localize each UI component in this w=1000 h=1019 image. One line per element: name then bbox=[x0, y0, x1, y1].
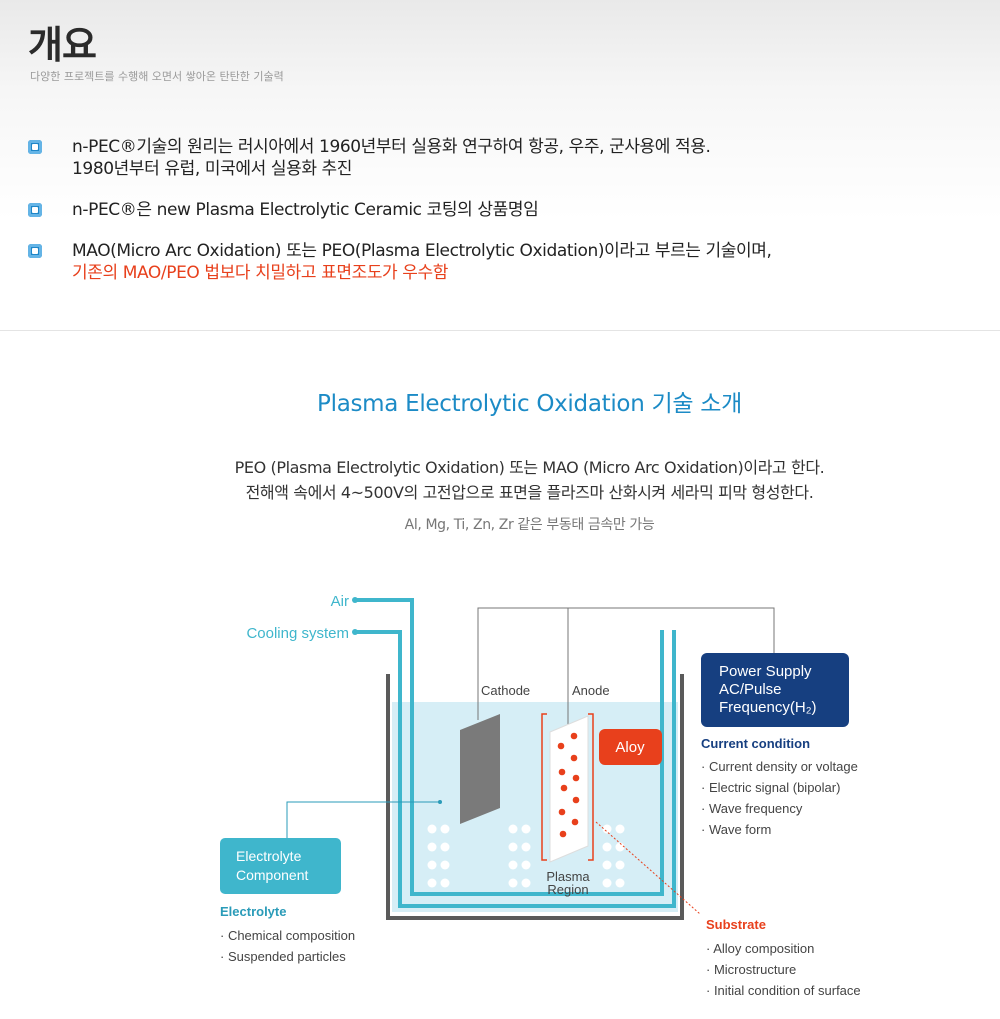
bullet-text: n-PEC®기술의 원리는 러시아에서 1960년부터 실용화 연구하여 항공,… bbox=[72, 137, 711, 157]
tank-outline bbox=[386, 674, 684, 920]
power-wire bbox=[477, 607, 775, 720]
page-subtitle: 다양한 프로젝트를 수행해 오면서 쌓아온 탄탄한 기술력 bbox=[30, 70, 284, 83]
current-condition-item: · Current density or voltage bbox=[701, 759, 858, 774]
substrate-item: · Microstructure bbox=[706, 962, 796, 977]
cooling-pipes bbox=[356, 598, 676, 908]
overview-header-band: 개요 다양한 프로젝트를 수행해 오면서 쌓아온 탄탄한 기술력 n-PEC®기… bbox=[0, 0, 1000, 331]
square-bullet-icon bbox=[28, 140, 42, 154]
anode-sample bbox=[549, 715, 589, 863]
cathode-label: Cathode bbox=[481, 683, 530, 698]
substrate-item: · Alloy composition bbox=[706, 941, 814, 956]
bullet-item-product-name: n-PEC®은 new Plasma Electrolytic Ceramic … bbox=[28, 199, 988, 221]
alloy-badge bbox=[599, 729, 662, 765]
bullet-item-history: n-PEC®기술의 원리는 러시아에서 1960년부터 실용화 연구하여 항공,… bbox=[28, 136, 988, 180]
plasma-sparks bbox=[557, 732, 580, 838]
electrolyte-item: · Suspended particles bbox=[220, 949, 346, 964]
power-supply-label: Frequency(H₂) bbox=[719, 699, 817, 716]
substrate-title: Substrate bbox=[706, 917, 766, 932]
current-condition-title: Current condition bbox=[701, 736, 810, 751]
section-title: Plasma Electrolytic Oxidation 기술 소개 bbox=[317, 391, 742, 417]
square-bullet-icon bbox=[28, 203, 42, 217]
cooling-system-label: Cooling system bbox=[246, 625, 349, 642]
alloy-label: Aloy bbox=[615, 739, 645, 756]
cathode-plate bbox=[460, 714, 500, 824]
current-condition-item: · Wave form bbox=[701, 822, 771, 837]
bullet-text: 1980년부터 유럽, 미국에서 실용화 추진 bbox=[72, 159, 353, 179]
bullet-text: MAO(Micro Arc Oxidation) 또는 PEO(Plasma E… bbox=[72, 241, 772, 261]
anode-label: Anode bbox=[572, 683, 610, 698]
air-label: Air bbox=[331, 593, 349, 610]
electrolyte-component-box bbox=[220, 838, 341, 894]
intro-line: 전해액 속에서 4~500V의 고전압으로 표면을 플라즈마 산화시켜 세라믹 … bbox=[245, 483, 814, 502]
plasma-region-label: Region bbox=[547, 882, 588, 897]
electrolyte-leader-line bbox=[286, 801, 440, 838]
plasma-region-label: Plasma bbox=[546, 869, 590, 884]
current-condition-item: · Electric signal (bipolar) bbox=[701, 780, 840, 795]
intro-note: Al, Mg, Ti, Zn, Zr 같은 부동태 금속만 가능 bbox=[404, 517, 655, 533]
electrolyte-bubbles bbox=[427, 824, 625, 888]
electrolyte-component-label: Component bbox=[236, 867, 308, 883]
intro-line: PEO (Plasma Electrolytic Oxidation) 또는 M… bbox=[234, 458, 825, 477]
power-supply-box bbox=[701, 653, 849, 727]
substrate-leader-line bbox=[595, 821, 701, 915]
square-bullet-icon bbox=[28, 244, 42, 258]
plasma-region-bracket bbox=[541, 713, 594, 861]
electrolyte-component-label: Electrolyte bbox=[236, 848, 302, 864]
bullet-highlight-text: 기존의 MAO/PEO 법보다 치밀하고 표면조도가 우수함 bbox=[72, 263, 449, 283]
overview-bullet-list: n-PEC®기술의 원리는 러시아에서 1960년부터 실용화 연구하여 항공,… bbox=[28, 136, 988, 303]
bullet-text: n-PEC®은 new Plasma Electrolytic Ceramic … bbox=[72, 200, 539, 220]
electrolyte-item: · Chemical composition bbox=[220, 928, 355, 943]
power-supply-label: AC/Pulse bbox=[719, 681, 782, 698]
current-condition-item: · Wave frequency bbox=[701, 801, 803, 816]
electrolyte-title: Electrolyte bbox=[220, 904, 286, 919]
bullet-item-technology: MAO(Micro Arc Oxidation) 또는 PEO(Plasma E… bbox=[28, 240, 988, 284]
power-supply-label: Power Supply bbox=[719, 663, 812, 680]
page-title: 개요 bbox=[28, 23, 97, 67]
substrate-item: · Initial condition of surface bbox=[706, 983, 861, 998]
